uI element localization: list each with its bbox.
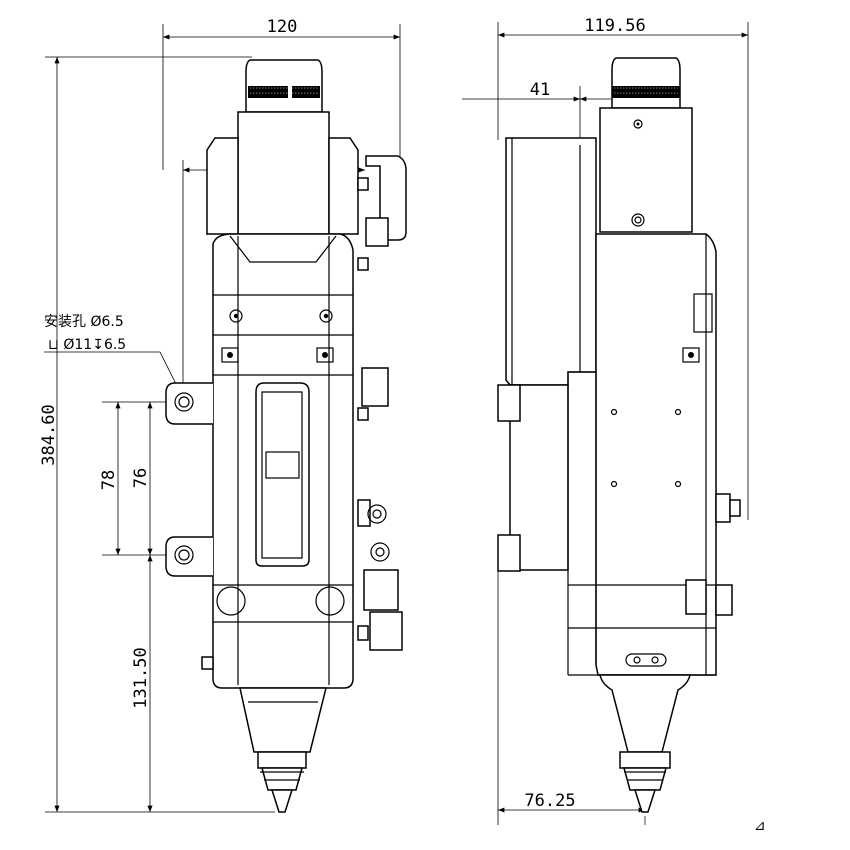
side-nozzle [599, 674, 691, 813]
dim-hole-pitch-outer-label: 78 [99, 470, 119, 490]
dim-hole-pitch: 78 76 131.50 [99, 401, 180, 812]
hole-note-line2: ⊔ Ø11↧6.5 [48, 337, 126, 353]
window-label [265, 451, 300, 479]
lower-covers [216, 586, 345, 616]
side-dim-width-total-label: 119.56 [584, 16, 645, 36]
side-clamp-lower [497, 534, 521, 572]
upper-flange-right [328, 137, 359, 235]
side-collimator-housing [599, 107, 693, 233]
knurled-ring [248, 86, 320, 98]
dim-nozzle-height-label: 131.50 [131, 647, 151, 708]
hole-note: 安装孔 Ø6.5 ⊔ Ø11↧6.5 [44, 314, 184, 399]
center-window [255, 382, 310, 567]
side-dim-offset-top-label: 41 [530, 80, 550, 100]
side-pin [201, 656, 214, 670]
mounting-ears [165, 382, 213, 577]
dim-76-25: 76.25 [497, 560, 645, 825]
side-slot [625, 653, 667, 667]
side-fitting-upper [715, 493, 731, 523]
collimator-housing [237, 111, 330, 235]
right-fittings [357, 155, 407, 651]
side-top-connector [611, 57, 681, 109]
upper-flange-left [206, 137, 239, 235]
front-view: 120 384.60 100 76 78 76 [39, 17, 407, 813]
dim-120: 120 [162, 17, 401, 170]
dim-119: 119.56 [497, 16, 749, 520]
side-driver-box [505, 137, 597, 386]
side-view: 119.56 41 76.25 [462, 16, 749, 825]
dim-384: 384.60 [39, 56, 275, 813]
side-dim-offset-bottom-label: 76.25 [524, 791, 575, 811]
side-knurled-ring [612, 86, 680, 98]
nozzle [239, 687, 327, 813]
side-fitting-lower [685, 579, 707, 615]
screw-heads [221, 309, 334, 363]
hole-note-line1: 安装孔 Ø6.5 [44, 314, 124, 330]
side-screws [610, 293, 713, 488]
corner-mark: ⊿ [754, 818, 766, 834]
dim-height-total-label: 384.60 [39, 404, 59, 465]
dim-width-total-label: 120 [267, 17, 298, 37]
dim-hole-pitch-inner-label: 76 [131, 468, 151, 488]
side-clamp-upper [497, 384, 521, 422]
